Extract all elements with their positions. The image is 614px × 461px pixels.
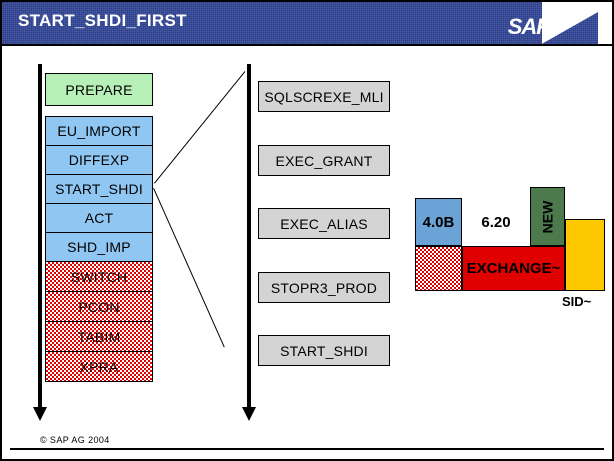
phase-box-xpra[interactable]: XPRA	[45, 351, 153, 382]
phase-box-switch[interactable]: SWITCH	[45, 261, 153, 292]
middle-flow-arrow-head	[242, 407, 256, 421]
connector-line-upper	[154, 71, 246, 184]
step-box-sqlscrexe-mli[interactable]: SQLSCREXE_MLI	[258, 81, 390, 112]
phase-box-diffexp[interactable]: DIFFEXP	[45, 145, 153, 175]
step-box-stopr3-prod[interactable]: STOPR3_PROD	[258, 272, 390, 303]
step-box-start-shdi[interactable]: START_SHDI	[258, 335, 390, 366]
left-flow-arrow-line	[38, 64, 42, 412]
version-block-sid[interactable]	[565, 219, 605, 291]
phase-box-shd-imp[interactable]: SHD_IMP	[45, 232, 153, 262]
slide-header: START_SHDI_FIRST SAP	[2, 2, 612, 46]
version-block-620[interactable]: 6.20	[462, 198, 530, 246]
connector-line-lower	[153, 188, 225, 348]
middle-flow-arrow-line	[247, 64, 251, 412]
sid-caption: SID~	[562, 294, 592, 309]
version-block-exchange[interactable]: EXCHANGE~	[462, 246, 565, 291]
phase-box-tabim[interactable]: TABIM	[45, 321, 153, 352]
phase-box-pcon[interactable]: PCON	[45, 291, 153, 322]
version-block-old-dither[interactable]	[415, 246, 462, 291]
phase-box-prepare[interactable]: PREPARE	[45, 73, 153, 106]
copyright-text: © SAP AG 2004	[40, 435, 110, 445]
version-block-new-label: NEW	[539, 200, 556, 233]
version-block-new[interactable]: NEW	[530, 187, 565, 246]
page-title: START_SHDI_FIRST	[18, 11, 187, 30]
sap-logo: SAP	[507, 14, 551, 39]
step-box-exec-grant[interactable]: EXEC_GRANT	[258, 145, 390, 176]
footer-divider	[10, 448, 604, 450]
left-flow-arrow-head	[33, 407, 47, 421]
header-right-edge	[598, 2, 612, 44]
phase-box-start-shdi[interactable]: START_SHDI	[45, 174, 153, 204]
version-block-40b[interactable]: 4.0B	[415, 198, 462, 246]
phase-box-act[interactable]: ACT	[45, 203, 153, 233]
step-box-exec-alias[interactable]: EXEC_ALIAS	[258, 208, 390, 239]
phase-box-eu-import[interactable]: EU_IMPORT	[45, 116, 153, 146]
